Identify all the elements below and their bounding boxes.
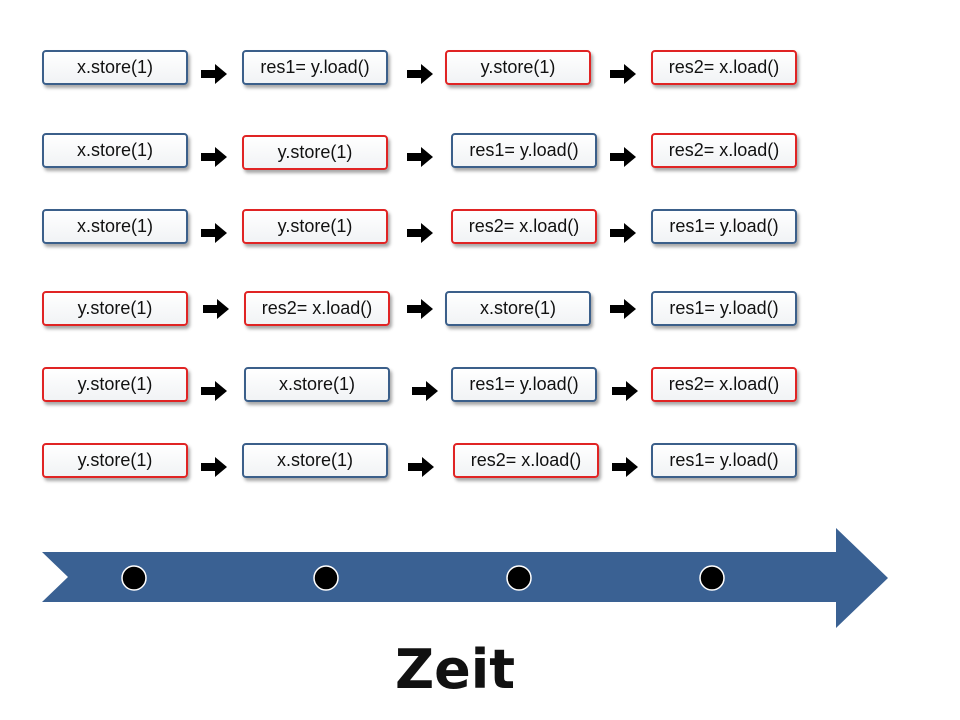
timeline-marker <box>699 565 725 591</box>
arrow-right-icon <box>612 457 638 477</box>
operation-box: res2= x.load() <box>453 443 599 478</box>
arrow-right-icon <box>201 64 227 84</box>
sequence-row-4: y.store(1) res2= x.load() x.store(1) res… <box>0 291 960 331</box>
operation-box: res2= x.load() <box>244 291 390 326</box>
arrow-right-icon <box>407 299 433 319</box>
operation-box: res2= x.load() <box>451 209 597 244</box>
operation-box: res1= y.load() <box>242 50 388 85</box>
operation-box: x.store(1) <box>445 291 591 326</box>
operation-box: x.store(1) <box>242 443 388 478</box>
arrow-right-icon <box>407 223 433 243</box>
operation-box: res1= y.load() <box>451 133 597 168</box>
operation-box: y.store(1) <box>242 209 388 244</box>
arrow-right-icon <box>408 457 434 477</box>
timeline-marker <box>121 565 147 591</box>
operation-box: y.store(1) <box>42 443 188 478</box>
arrow-right-icon <box>612 381 638 401</box>
timeline-marker <box>313 565 339 591</box>
arrow-right-icon <box>201 147 227 167</box>
operation-box: x.store(1) <box>42 133 188 168</box>
sequence-row-6: y.store(1) x.store(1) res2= x.load() res… <box>0 443 960 483</box>
operation-box: y.store(1) <box>42 367 188 402</box>
arrow-right-icon <box>203 299 229 319</box>
operation-box: y.store(1) <box>445 50 591 85</box>
timeline-label: Zeit <box>394 638 516 701</box>
operation-box: res1= y.load() <box>651 209 797 244</box>
arrow-right-icon <box>610 64 636 84</box>
operation-box: x.store(1) <box>42 209 188 244</box>
sequence-row-2: x.store(1) y.store(1) res1= y.load() res… <box>0 133 960 173</box>
operation-box: res1= y.load() <box>651 291 797 326</box>
sequence-row-3: x.store(1) y.store(1) res2= x.load() res… <box>0 209 960 249</box>
operation-box: y.store(1) <box>42 291 188 326</box>
timeline-arrow-shape <box>42 528 888 628</box>
operation-box: res2= x.load() <box>651 50 797 85</box>
arrow-right-icon <box>610 147 636 167</box>
arrow-right-icon <box>407 64 433 84</box>
operation-box: res1= y.load() <box>651 443 797 478</box>
operation-box: res1= y.load() <box>451 367 597 402</box>
operation-box: y.store(1) <box>242 135 388 170</box>
arrow-right-icon <box>610 299 636 319</box>
timeline-marker <box>506 565 532 591</box>
operation-box: res2= x.load() <box>651 367 797 402</box>
sequence-row-1: x.store(1) res1= y.load() y.store(1) res… <box>0 50 960 90</box>
operation-box: x.store(1) <box>42 50 188 85</box>
arrow-right-icon <box>610 223 636 243</box>
arrow-right-icon <box>201 223 227 243</box>
arrow-right-icon <box>201 457 227 477</box>
arrow-right-icon <box>201 381 227 401</box>
operation-box: x.store(1) <box>244 367 390 402</box>
sequence-row-5: y.store(1) x.store(1) res1= y.load() res… <box>0 367 960 407</box>
arrow-right-icon <box>407 147 433 167</box>
operation-box: res2= x.load() <box>651 133 797 168</box>
arrow-right-icon <box>412 381 438 401</box>
